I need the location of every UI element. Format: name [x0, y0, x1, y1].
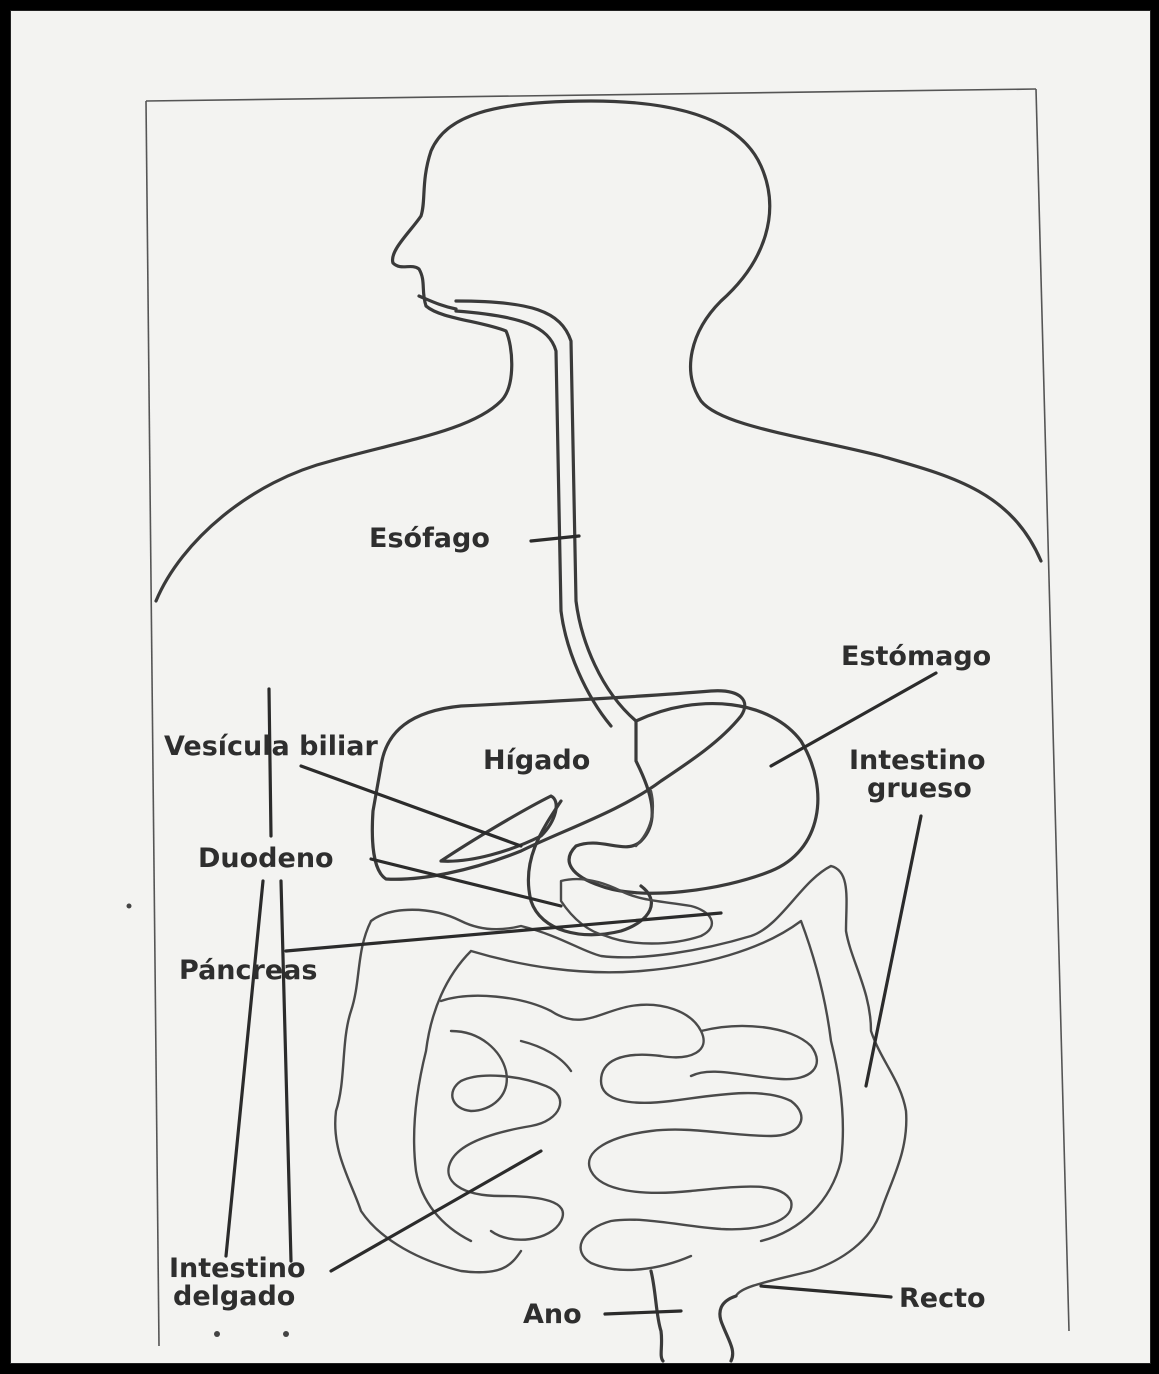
- stomach-outline: [569, 704, 818, 894]
- worksheet-page: Esófago Estómago Vesícula biliar Hígado …: [10, 10, 1151, 1364]
- label-esofago: Esófago: [369, 523, 490, 554]
- left-bracket-top: [269, 689, 271, 836]
- left-bracket-outer: [226, 881, 263, 1256]
- body-silhouette: [156, 101, 1041, 601]
- diagram-right-border: [1036, 89, 1069, 1331]
- label-pancreas: Páncreas: [179, 955, 317, 986]
- label-intestino-grueso-1: Intestino: [849, 745, 986, 776]
- stray-dot-3: [127, 904, 132, 909]
- label-intestino-grueso-2: grueso: [867, 773, 972, 804]
- label-recto: Recto: [899, 1283, 986, 1314]
- anus-outline: [651, 1271, 663, 1361]
- diagram-left-border: [146, 101, 159, 1346]
- stray-dot-2: [283, 1331, 289, 1337]
- stray-dot-1: [214, 1331, 220, 1337]
- duodeno-leader: [371, 859, 561, 906]
- intestino-delgado-leader: [331, 1151, 541, 1271]
- label-intestino-delgado-1: Intestino: [169, 1253, 306, 1284]
- small-intestine-coils: [441, 996, 817, 1270]
- label-intestino-delgado-2: delgado: [173, 1281, 295, 1312]
- esofago-leader: [531, 536, 579, 541]
- label-vesicula-biliar: Vesícula biliar: [164, 731, 378, 762]
- left-bracket-inner: [281, 881, 291, 1261]
- esophagus-inner: [456, 311, 611, 726]
- recto-leader: [761, 1286, 891, 1297]
- label-higado: Hígado: [483, 745, 590, 776]
- label-duodeno: Duodeno: [198, 843, 334, 874]
- vesicula-leader: [301, 766, 521, 846]
- label-ano: Ano: [523, 1299, 582, 1330]
- label-estomago: Estómago: [841, 641, 991, 672]
- intestino-grueso-leader: [866, 816, 921, 1086]
- digestive-system-diagram: Esófago Estómago Vesícula biliar Hígado …: [11, 11, 1151, 1364]
- liver-outline: [372, 691, 744, 879]
- pancreas-leader: [286, 913, 721, 951]
- gallbladder-outline: [441, 796, 556, 861]
- rectum-outline: [720, 1296, 736, 1361]
- esophagus-outer: [456, 301, 636, 721]
- ano-leader: [605, 1311, 681, 1314]
- diagram-top-border: [146, 89, 1036, 101]
